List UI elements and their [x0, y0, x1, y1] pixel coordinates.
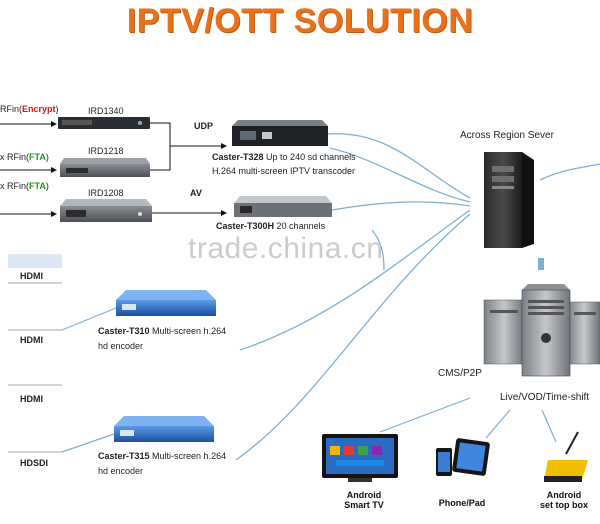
- android-tv-line1: Android: [346, 490, 382, 500]
- input-2-suffix: ): [45, 152, 49, 162]
- input-1-suffix: ): [55, 104, 59, 114]
- udp-bracket: [150, 122, 226, 171]
- hdmi-top-strip: [8, 254, 62, 268]
- cms-server-cluster: [483, 284, 600, 377]
- hdsdi-label: HDSDI: [20, 458, 49, 468]
- caster-t310-device: [116, 290, 216, 316]
- caster-t310-name: Caster-T310: [98, 326, 150, 336]
- caster-t328-caption: Caster-T328 Up to 240 sd channels: [212, 152, 356, 162]
- caster-t310-desc2: hd encoder: [98, 341, 144, 351]
- fta-tag-2: FTA: [29, 181, 46, 191]
- set-top-box-line2: set top box: [539, 500, 588, 510]
- input-rf-fta-2: x RFin(FTA): [0, 181, 49, 191]
- caster-t315-desc2: hd encoder: [98, 466, 144, 476]
- page-title: IPTV/OTT SOLUTION: [126, 2, 474, 40]
- hdmi-label-1: HDMI: [20, 271, 43, 281]
- link-to-stb: [541, 409, 557, 443]
- caster-t300h-caption: Caster-T300H 20 channels: [216, 221, 325, 231]
- input-rf-fta-1: x RFin(FTA): [0, 152, 49, 162]
- flow-curves: [235, 133, 600, 461]
- region-server-label: Across Region Sever: [460, 130, 554, 141]
- caster-t300h-device: [234, 196, 332, 217]
- udp-label: UDP: [194, 121, 214, 131]
- cms-p2p-label: CMS/P2P: [438, 368, 482, 379]
- av-label: AV: [190, 188, 202, 198]
- caster-t328-device: [232, 120, 328, 146]
- ird1340-label: IRD1340: [88, 106, 124, 116]
- fta-tag-1: FTA: [29, 152, 46, 162]
- set-top-box-label: Android set top box: [532, 490, 596, 510]
- ird1218-label: IRD1218: [88, 146, 124, 156]
- android-tv-label: Android Smart TV: [322, 490, 406, 510]
- link-small-bar: [538, 258, 544, 270]
- link-to-tv: [379, 397, 471, 433]
- hdmi-label-2: HDMI: [20, 335, 43, 345]
- input-rf-encrypt: RFin(Encrypt): [0, 104, 59, 114]
- android-tv-line2: Smart TV: [344, 500, 384, 510]
- input-3-prefix: x RFin(: [0, 181, 29, 191]
- caster-t315-device: [114, 416, 214, 442]
- caster-t315-desc: Multi-screen h.264: [152, 451, 227, 461]
- caster-t328-desc2: H.264 multi-screen IPTV transcoder: [212, 166, 356, 176]
- ird1218-device: [60, 158, 150, 177]
- caster-t300h-desc: 20 channels: [276, 221, 326, 231]
- hdsdi-link-encoder: [61, 433, 115, 453]
- set-top-box: [544, 431, 588, 482]
- caster-t310-caption: Caster-T310 Multi-screen h.264: [98, 326, 226, 336]
- caster-t315-name: Caster-T315: [98, 451, 150, 461]
- caster-t300h-name: Caster-T300H: [216, 221, 275, 231]
- input-2-prefix: x RFin(: [0, 152, 29, 162]
- watermark: trade.china.cn: [188, 232, 384, 265]
- ird1340-device: [58, 117, 150, 129]
- input-1-prefix: RFin(: [0, 104, 22, 114]
- ird1208-device: [60, 199, 152, 222]
- region-server-tower: [484, 152, 534, 248]
- live-vod-label: Live/VOD/Time-shift: [500, 392, 590, 403]
- caster-t310-desc: Multi-screen h.264: [152, 326, 227, 336]
- ird1208-label: IRD1208: [88, 188, 124, 198]
- input-3-suffix: ): [45, 181, 49, 191]
- encrypt-tag: Encrypt: [22, 104, 56, 114]
- hdmi-label-3: HDMI: [20, 394, 43, 404]
- caster-t315-caption: Caster-T315 Multi-screen h.264: [98, 451, 226, 461]
- set-top-box-line1: Android: [546, 490, 582, 500]
- caster-t328-name: Caster-T328: [212, 152, 264, 162]
- caster-t328-desc: Up to 240 sd channels: [266, 152, 356, 162]
- hdmi-link-encoder: [61, 307, 117, 331]
- link-to-phone: [485, 409, 511, 439]
- phone-pad-label: Phone/Pad: [438, 498, 486, 508]
- phone-pad: [436, 438, 490, 476]
- smart-tv: [322, 434, 398, 482]
